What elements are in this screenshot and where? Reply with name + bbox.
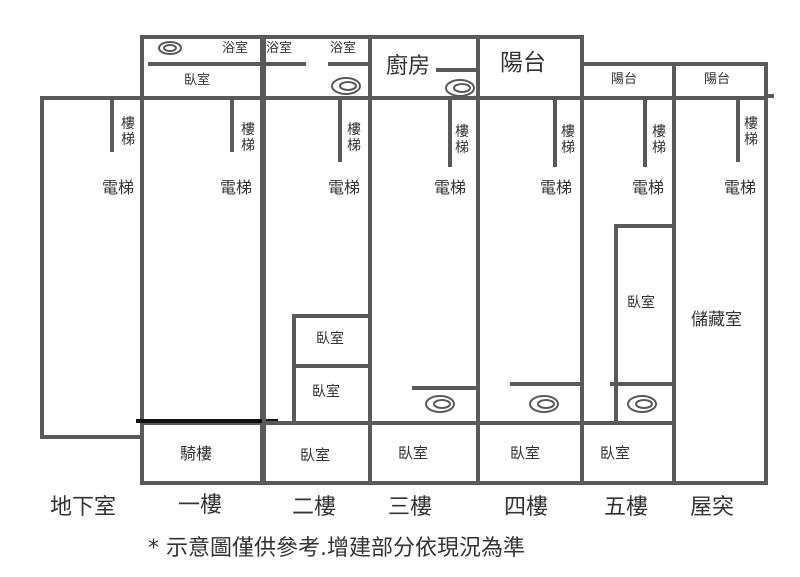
elevator-label-roof: 電梯 bbox=[724, 178, 757, 197]
stair-label-roof: 樓梯 bbox=[744, 116, 758, 149]
floor-label-5f: 五樓 bbox=[604, 495, 649, 520]
basement-outline bbox=[40, 96, 140, 439]
stair-label-3f: 樓梯 bbox=[455, 124, 469, 157]
floor-label-roof: 屋突 bbox=[690, 495, 735, 520]
floor-label-3f: 三樓 bbox=[388, 495, 433, 520]
bedroom-label-3f-front: 臥室 bbox=[398, 444, 429, 462]
roof-outline bbox=[672, 62, 768, 485]
stair-label-5f: 樓梯 bbox=[652, 124, 666, 157]
fourth-floor-outline bbox=[476, 35, 584, 485]
disclaimer-note: * 示意圖僅供參考.增建部分依現況為準 bbox=[148, 536, 525, 561]
elevator-label-4f: 電梯 bbox=[540, 178, 573, 197]
balcony-label-roof: 陽台 bbox=[704, 72, 731, 87]
toilet-icon bbox=[627, 395, 657, 413]
floor-label-2f: 二樓 bbox=[292, 495, 337, 520]
stair-label-4f: 樓梯 bbox=[561, 124, 575, 157]
elevator-label-basement: 電梯 bbox=[102, 178, 135, 197]
toilet-icon bbox=[158, 41, 182, 55]
bedroom-label-5f-upper: 臥室 bbox=[627, 295, 655, 311]
arcade-label: 騎樓 bbox=[180, 444, 213, 463]
toilet-icon bbox=[331, 77, 361, 95]
elevator-label-3f: 電梯 bbox=[434, 178, 467, 197]
toilet-icon bbox=[425, 395, 455, 413]
stair-label-basement: 樓梯 bbox=[121, 116, 135, 149]
bedroom-label-2f-lower: 臥室 bbox=[312, 384, 340, 400]
bedroom-label-4f-front: 臥室 bbox=[510, 444, 541, 462]
bath-label-1f: 浴室 bbox=[222, 41, 249, 56]
floor-label-1f: 一樓 bbox=[178, 493, 223, 518]
balcony-label-5f: 陽台 bbox=[611, 72, 638, 87]
stair-label-1f: 樓梯 bbox=[241, 122, 255, 155]
third-floor-outline bbox=[368, 35, 480, 485]
bedroom-label-5f-front: 臥室 bbox=[600, 444, 631, 462]
fifth-floor-bedroom-walls bbox=[614, 224, 676, 425]
bedroom-label-2f-upper: 臥室 bbox=[316, 331, 344, 347]
bedroom-label-1f-top: 臥室 bbox=[184, 73, 211, 88]
first-floor-outline bbox=[140, 35, 264, 485]
balcony-label-4f: 陽台 bbox=[500, 50, 546, 76]
elevator-label-5f: 電梯 bbox=[632, 178, 665, 197]
toilet-icon bbox=[529, 395, 559, 413]
kitchen-label: 廚房 bbox=[386, 54, 431, 79]
floor-label-4f: 四樓 bbox=[504, 495, 549, 520]
bedroom-label-2f-front: 臥室 bbox=[300, 446, 331, 464]
bath-label-2f-left: 浴室 bbox=[266, 41, 293, 56]
bath-label-2f-right: 浴室 bbox=[330, 41, 357, 56]
stair-label-2f: 樓梯 bbox=[347, 122, 361, 155]
elevator-label-1f: 電梯 bbox=[220, 178, 253, 197]
storage-label: 儲藏室 bbox=[691, 310, 742, 330]
elevator-label-2f: 電梯 bbox=[328, 178, 361, 197]
floor-label-basement: 地下室 bbox=[50, 495, 117, 520]
second-floor-bedroom-walls bbox=[292, 314, 372, 425]
toilet-icon bbox=[445, 79, 475, 97]
second-floor-outline bbox=[262, 35, 372, 485]
